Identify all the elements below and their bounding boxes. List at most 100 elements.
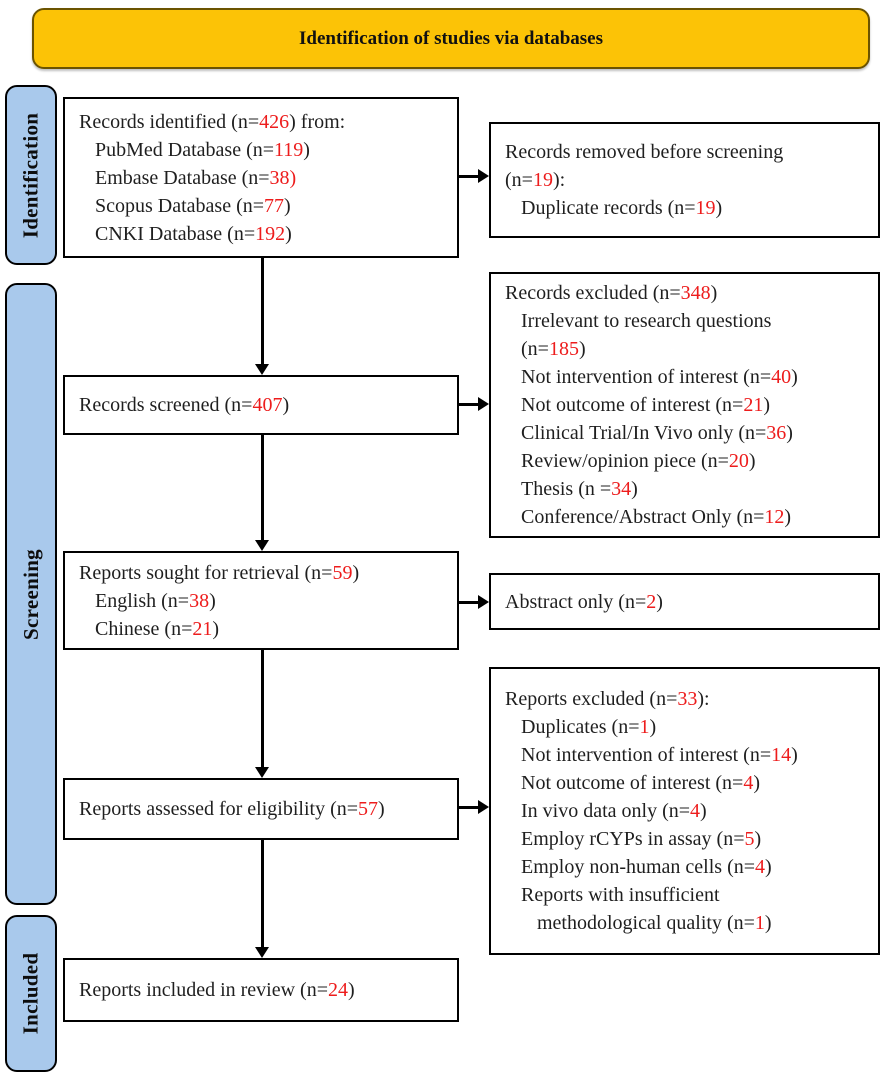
box-records-excluded: Records excluded (n=348)Irrelevant to re… xyxy=(489,272,880,538)
text-line: (n=19): xyxy=(505,166,868,194)
text-line: Abstract only (n=2) xyxy=(505,588,868,616)
text-segment: ) xyxy=(284,194,291,217)
stage-identification-label: Identification xyxy=(18,112,43,238)
text-segment: Records removed before screening xyxy=(505,141,784,163)
text-segment: ) xyxy=(209,589,216,612)
stage-included: Included xyxy=(5,915,57,1072)
text-segment: Duplicate records (n= xyxy=(521,197,696,219)
text-segment: ) xyxy=(753,772,761,794)
text-line: Scopus Database (n=77) xyxy=(79,192,447,220)
text-segment: ) xyxy=(352,561,360,584)
stage-identification: Identification xyxy=(5,85,57,265)
text-segment: Employ rCYPs in assay (n= xyxy=(521,828,745,850)
text-line: Reports sought for retrieval (n=59) xyxy=(79,559,447,587)
arrow-identified-to-removed-line xyxy=(459,175,478,178)
box-records-identified: Records identified (n=426) from:PubMed D… xyxy=(63,97,459,258)
text-line: Duplicates (n=1) xyxy=(505,713,868,741)
count-value: 5 xyxy=(744,828,755,850)
text-segment: ) xyxy=(649,716,657,738)
text-line: PubMed Database (n=119) xyxy=(79,136,447,164)
count-value: 119 xyxy=(274,138,304,161)
banner-title: Identification of studies via databases xyxy=(32,8,870,69)
count-value: 19 xyxy=(532,169,553,191)
arrow-sought-to-assessed-head xyxy=(255,767,269,778)
text-segment: ) xyxy=(754,828,762,850)
count-value: 57 xyxy=(358,798,379,820)
arrow-identified-to-removed-head xyxy=(478,169,489,183)
banner-title-text: Identification of studies via databases xyxy=(298,27,604,49)
text-line: Records identified (n=426) from: xyxy=(79,108,447,136)
text-line: Records screened (n=407) xyxy=(79,391,447,419)
text-segment: Conference/Abstract Only (n= xyxy=(521,506,765,528)
count-value: 24 xyxy=(328,979,348,1001)
box-reports-included: Reports included in review (n=24) xyxy=(63,958,459,1022)
count-value: 21 xyxy=(192,617,213,640)
text-segment: Records excluded (n= xyxy=(505,282,681,304)
text-segment: Reports excluded (n= xyxy=(505,688,678,710)
text-segment: ) xyxy=(710,282,718,304)
count-value: 2 xyxy=(646,590,657,613)
count-value: 20 xyxy=(728,450,749,472)
text-segment: ) xyxy=(791,366,798,388)
text-segment: ): xyxy=(552,169,566,191)
count-value: 19 xyxy=(695,197,716,219)
text-segment: Not outcome of interest (n= xyxy=(521,394,744,416)
text-segment: Duplicates (n= xyxy=(521,716,640,738)
text-line: Not outcome of interest (n=4) xyxy=(505,769,868,797)
text-segment: Records identified (n= xyxy=(79,110,260,133)
text-segment: Reports sought for retrieval (n= xyxy=(79,561,333,584)
text-segment: Reports assessed for eligibility (n= xyxy=(79,798,359,820)
box-reports-excluded: Reports excluded (n=33):Duplicates (n=1)… xyxy=(489,667,880,955)
box-reports-sought: Reports sought for retrieval (n=59)Engli… xyxy=(63,551,459,650)
text-segment: Not outcome of interest (n= xyxy=(521,772,744,794)
count-value: 36 xyxy=(766,422,787,444)
arrow-screened-to-excluded-line xyxy=(459,403,478,406)
text-line: Records excluded (n=348) xyxy=(505,279,868,307)
count-value: 14 xyxy=(771,744,792,766)
count-value: 33 xyxy=(677,688,698,710)
text-segment: ) xyxy=(765,856,772,878)
text-line: Reports assessed for eligibility (n=57) xyxy=(79,795,447,823)
count-value: 185 xyxy=(548,338,579,360)
text-line: Not outcome of interest (n=21) xyxy=(505,391,868,419)
count-value: 348 xyxy=(680,282,711,304)
text-segment: Scopus Database (n= xyxy=(95,194,265,217)
text-segment: Clinical Trial/In Vivo only (n= xyxy=(521,422,767,444)
text-segment: Thesis (n = xyxy=(521,478,612,500)
text-line: English (n=38) xyxy=(79,587,447,615)
text-segment: CNKI Database (n= xyxy=(95,222,256,245)
text-segment: ) xyxy=(282,394,290,416)
count-value: 407 xyxy=(252,394,283,416)
arrow-assessed-to-included-line xyxy=(261,840,264,947)
arrow-identified-to-screened-line xyxy=(261,258,264,364)
arrow-assessed-to-excluded-line xyxy=(459,806,478,809)
text-segment: ) xyxy=(285,222,292,245)
count-value: 12 xyxy=(764,506,785,528)
text-segment: Not intervention of interest (n= xyxy=(521,744,772,766)
text-segment: ) xyxy=(578,338,586,360)
text-segment: ) xyxy=(656,590,663,613)
text-line: In vivo data only (n=4) xyxy=(505,797,868,825)
box-reports-assessed: Reports assessed for eligibility (n=57) xyxy=(63,778,459,840)
arrow-identified-to-screened-head xyxy=(255,364,269,375)
text-line: Employ non-human cells (n=4) xyxy=(505,853,868,881)
text-line: Chinese (n=21) xyxy=(79,615,447,643)
text-line: Not intervention of interest (n=40) xyxy=(505,363,868,391)
arrow-screened-to-excluded-head xyxy=(478,397,489,411)
box-abstract-only: Abstract only (n=2) xyxy=(489,573,880,630)
text-segment: Chinese (n= xyxy=(95,617,193,640)
text-segment: ) xyxy=(764,912,772,934)
text-segment: ) from: xyxy=(289,110,346,133)
text-line: CNKI Database (n=192) xyxy=(79,220,447,248)
arrow-screened-to-sought-head xyxy=(255,540,269,551)
text-segment: Not intervention of interest (n= xyxy=(521,366,772,388)
stage-included-label: Included xyxy=(18,952,43,1035)
arrow-assessed-to-excluded-head xyxy=(478,800,489,814)
count-value: 38 xyxy=(189,589,210,612)
count-value: 59 xyxy=(332,561,353,584)
text-line: Reports included in review (n=24) xyxy=(79,976,447,1004)
text-segment: ) xyxy=(791,744,798,766)
count-value: 38) xyxy=(269,166,297,189)
text-segment: Review/opinion piece (n= xyxy=(521,450,729,472)
text-segment: ) xyxy=(378,798,385,820)
